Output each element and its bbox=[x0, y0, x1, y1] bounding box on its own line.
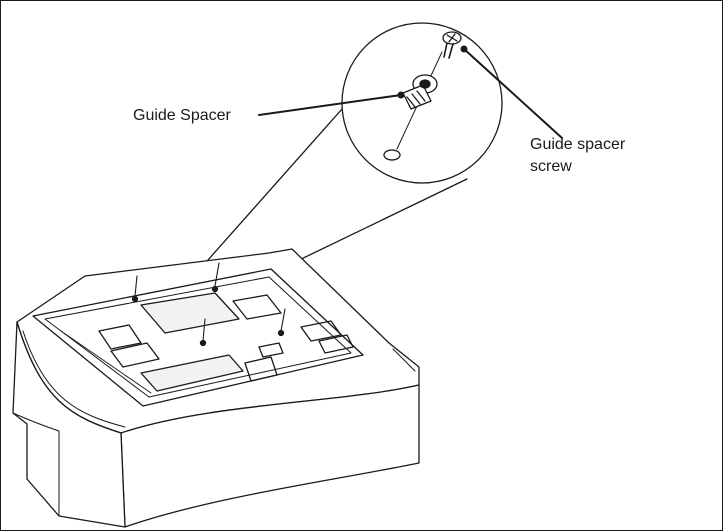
panel-side-strip bbox=[318, 334, 354, 354]
panel-lower-plate bbox=[140, 354, 244, 392]
panel-right-block bbox=[232, 294, 282, 320]
mount-hole bbox=[383, 149, 401, 161]
callout-guide-spacer-screw-line2: screw bbox=[530, 158, 572, 175]
tv-back-panel bbox=[32, 268, 364, 407]
screw-hole-b bbox=[211, 285, 219, 293]
screw-line-d bbox=[280, 308, 286, 332]
panel-left-block-2 bbox=[110, 342, 160, 368]
panel-connector bbox=[258, 342, 284, 358]
callout-guide-spacer-screw-line1: Guide spacer bbox=[530, 136, 626, 153]
foam-rim-line bbox=[22, 330, 126, 428]
screw-line-c bbox=[202, 318, 206, 342]
panel-stand-mount bbox=[244, 356, 278, 382]
screw-part bbox=[442, 31, 462, 59]
screw-hole-c bbox=[199, 339, 207, 347]
callout-guide-spacer-screw: Guide spacer screw bbox=[530, 134, 625, 178]
panel-center-plate bbox=[140, 292, 240, 334]
leader-guide-spacer-dot bbox=[397, 91, 405, 99]
foam-rim-line-right bbox=[392, 348, 416, 372]
panel-left-block bbox=[98, 324, 142, 350]
mounted-screws bbox=[131, 262, 286, 347]
leader-guide-screw bbox=[463, 48, 563, 139]
foam-left-face bbox=[12, 321, 126, 528]
guide-spacer-part bbox=[402, 74, 438, 110]
zoom-line-left bbox=[199, 99, 351, 270]
panel-edge-line bbox=[60, 330, 152, 394]
foam-front-face bbox=[120, 384, 420, 528]
magnified-parts bbox=[383, 31, 462, 161]
screw-line-b bbox=[214, 262, 220, 287]
foam-edge-curve bbox=[12, 412, 60, 517]
leader-guide-spacer bbox=[258, 94, 402, 116]
callout-guide-spacer: Guide Spacer bbox=[133, 107, 231, 124]
panel-right-block-2 bbox=[300, 320, 342, 342]
tv-inner-outline bbox=[44, 276, 352, 398]
screw-line-a bbox=[134, 275, 138, 297]
screw-hole-a bbox=[131, 295, 139, 303]
leader-guide-screw-dot bbox=[460, 45, 468, 53]
screw-hole-d bbox=[277, 329, 285, 337]
